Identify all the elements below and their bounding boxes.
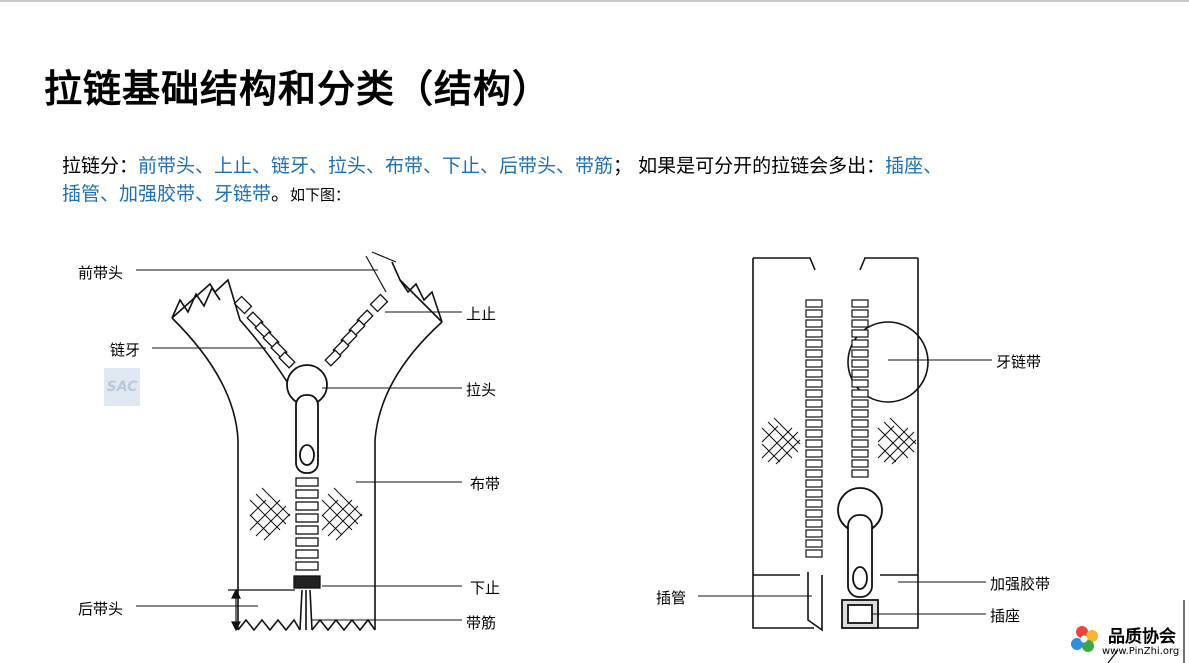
page-title: 拉链基础结构和分类（结构） <box>44 67 552 111</box>
tape-hatch <box>249 487 363 541</box>
label-cord: 带筋 <box>466 614 497 632</box>
open-zipper-diagram <box>752 257 929 632</box>
brand-url: www.PinZhi.org <box>1102 646 1180 657</box>
desc-intro: 拉链分： <box>62 155 139 177</box>
label-box: 插座 <box>990 607 1021 625</box>
label-front-head: 前带头 <box>78 264 124 282</box>
desc-extra2: 插管、加强胶带、牙链带 <box>62 183 272 205</box>
desc-extra1: 插座、 <box>885 155 943 177</box>
description: 拉链分：前带头、上止、链牙、拉头、布带、下止、后带头、带筋； 如果是可分开的拉链… <box>62 152 1172 209</box>
corner-marks <box>1107 600 1185 663</box>
rear-head-dimension <box>228 251 397 632</box>
desc-period: 。 <box>271 183 291 205</box>
closed-teeth <box>293 477 321 589</box>
label-pin: 插管 <box>656 589 687 607</box>
right-teeth <box>324 293 389 367</box>
label-teeth: 链牙 <box>110 341 141 359</box>
label-tooth-tape: 牙链带 <box>996 353 1042 371</box>
desc-sep: ； 如果是可分开的拉链会多出： <box>613 155 886 177</box>
label-tape: 布带 <box>470 475 501 493</box>
open-right-teeth <box>851 299 869 478</box>
label-reinforce-tape: 加强胶带 <box>990 575 1051 593</box>
desc-see: 如下图： <box>290 186 351 204</box>
slider-body <box>286 364 328 474</box>
right-leaders <box>698 359 992 615</box>
top-divider <box>0 0 1189 2</box>
open-slider <box>837 487 883 629</box>
left-teeth <box>233 295 296 369</box>
label-slider: 拉头 <box>466 381 497 399</box>
desc-parts: 前带头、上止、链牙、拉头、布带、下止、后带头、带筋 <box>138 155 614 177</box>
watermark-logo: SAC <box>104 368 140 406</box>
brand-name: 品质协会 <box>1108 627 1176 647</box>
label-bottom-stop: 下止 <box>470 579 501 597</box>
left-leaders <box>136 269 462 621</box>
label-top-stop: 上止 <box>466 305 497 323</box>
brand-flower-icon <box>1071 626 1098 652</box>
open-left-teeth <box>805 299 823 558</box>
closed-zipper-diagram <box>171 261 443 632</box>
label-rear-head: 后带头 <box>78 600 124 618</box>
open-hatch <box>761 417 917 465</box>
